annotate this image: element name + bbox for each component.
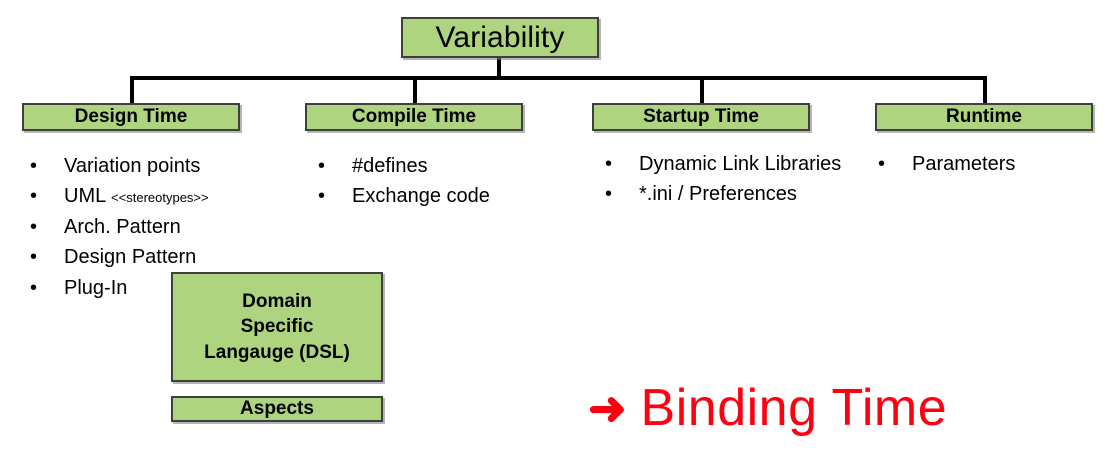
node-dsl-line-2: Specific bbox=[240, 316, 314, 338]
list-item: • Variation points bbox=[30, 152, 300, 180]
list-item-label: Arch. Pattern bbox=[64, 215, 181, 238]
bullet-icon: • bbox=[30, 246, 38, 269]
list-item-label: Plug-In bbox=[64, 276, 128, 299]
list-item-label: Dynamic Link Libraries bbox=[639, 153, 842, 175]
list-item-label: Exchange code bbox=[352, 185, 490, 208]
list-item-label: UML <<stereotypes>> bbox=[64, 182, 300, 210]
binding-time-callout: ➜ Binding Time bbox=[588, 382, 947, 434]
node-runtime-label: Runtime bbox=[946, 106, 1022, 127]
bullet-list-design-time: • Variation points • UML <<stereotypes>>… bbox=[30, 152, 300, 304]
bullet-icon: • bbox=[605, 153, 613, 175]
node-design-time: Design Time bbox=[22, 103, 240, 131]
connector-drop-compile-time bbox=[413, 76, 417, 103]
node-startup-time-label: Startup Time bbox=[643, 106, 759, 127]
node-variability: Variability bbox=[401, 17, 599, 58]
list-item: • Design Pattern bbox=[30, 243, 300, 271]
node-domain-specific-language: Domain Specific Langauge (DSL) bbox=[171, 272, 383, 382]
list-item: • Dynamic Link Libraries bbox=[605, 150, 865, 178]
connector-root-stem bbox=[497, 57, 501, 79]
binding-time-label: Binding Time bbox=[640, 379, 948, 437]
bullet-icon: • bbox=[318, 155, 326, 177]
list-item-label: *.ini / Preferences bbox=[639, 183, 797, 206]
connector-drop-runtime bbox=[983, 76, 987, 103]
list-item-label: Parameters bbox=[912, 153, 1016, 175]
bullet-list-runtime: • Parameters bbox=[878, 150, 1108, 180]
list-item: • *.ini / Preferences bbox=[605, 180, 865, 208]
node-runtime: Runtime bbox=[875, 103, 1093, 131]
node-aspects: Aspects bbox=[171, 396, 383, 422]
bullet-icon: • bbox=[318, 185, 326, 208]
node-compile-time-label: Compile Time bbox=[351, 106, 477, 127]
node-design-time-label: Design Time bbox=[74, 106, 188, 127]
list-item-label: #defines bbox=[352, 155, 428, 177]
bullet-icon: • bbox=[30, 155, 38, 177]
bullet-icon: • bbox=[878, 153, 886, 175]
bullet-icon: • bbox=[30, 276, 38, 299]
list-item: • UML <<stereotypes>> bbox=[30, 182, 300, 210]
node-aspects-label: Aspects bbox=[240, 398, 314, 419]
list-item: • Exchange code bbox=[318, 182, 568, 210]
bullet-list-compile-time: • #defines • Exchange code bbox=[318, 152, 568, 213]
list-item-stereotype: <<stereotypes>> bbox=[111, 190, 209, 206]
list-item-text: UML bbox=[64, 185, 112, 208]
list-item: • #defines bbox=[318, 152, 568, 180]
list-item-label: Design Pattern bbox=[64, 246, 197, 269]
arrow-right-icon: ➜ bbox=[588, 382, 627, 434]
node-dsl-line-3: Langauge (DSL) bbox=[204, 341, 350, 363]
bullet-icon: • bbox=[30, 215, 38, 238]
connector-horizontal-bus bbox=[130, 76, 987, 80]
bullet-icon: • bbox=[30, 185, 38, 208]
connector-drop-startup-time bbox=[700, 76, 704, 103]
list-item: • Plug-In bbox=[30, 274, 300, 302]
node-compile-time: Compile Time bbox=[305, 103, 523, 131]
list-item: • Parameters bbox=[878, 150, 1108, 178]
bullet-icon: • bbox=[605, 183, 613, 206]
node-startup-time: Startup Time bbox=[592, 103, 810, 131]
node-variability-label: Variability bbox=[435, 20, 565, 54]
bullet-list-startup-time: • Dynamic Link Libraries • *.ini / Prefe… bbox=[605, 150, 865, 211]
connector-drop-design-time bbox=[130, 76, 134, 103]
list-item-label: Variation points bbox=[64, 155, 201, 177]
node-dsl-line-1: Domain bbox=[242, 291, 312, 313]
list-item: • Arch. Pattern bbox=[30, 213, 300, 241]
